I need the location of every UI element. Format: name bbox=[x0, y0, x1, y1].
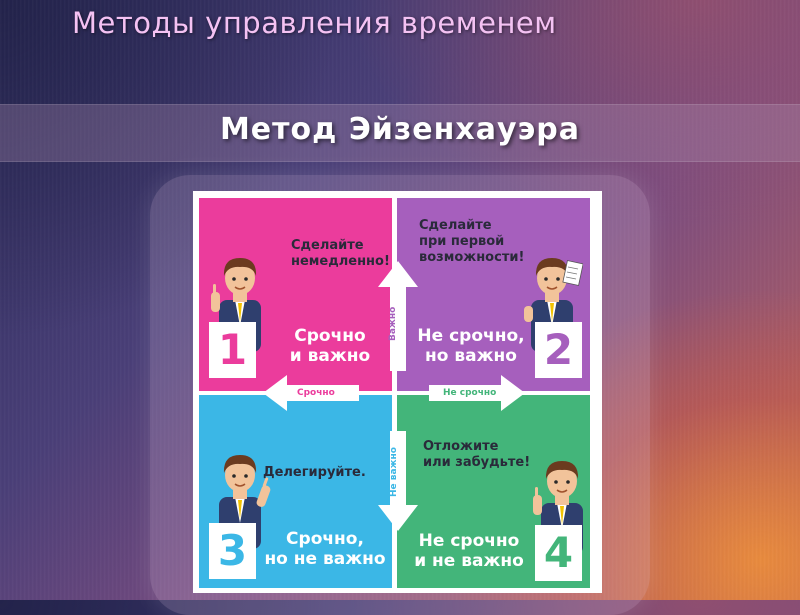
quadrant-description: Срочно и важно bbox=[289, 326, 371, 366]
quadrant-urgent-not-important: Делегируйте. 3 Срочно, но не важно bbox=[199, 395, 392, 588]
eisenhower-matrix: Сделайте немедленно! 1 Срочно и важно Сд… bbox=[193, 191, 602, 593]
quadrant-not-urgent-not-important: Отложите или забудьте! Не срочно и не ва… bbox=[397, 395, 590, 588]
quadrant-urgent-important: Сделайте немедленно! 1 Срочно и важно bbox=[199, 198, 392, 391]
subtitle-band bbox=[0, 104, 800, 162]
slide-title: Методы управления временем bbox=[72, 6, 557, 40]
quadrant-number: 1 bbox=[209, 322, 256, 378]
arrow-icon bbox=[378, 261, 418, 371]
axis-label-urgent: Срочно bbox=[297, 388, 335, 398]
arrow-left-urgent bbox=[263, 375, 359, 411]
quadrant-description: Срочно, но не важно bbox=[264, 529, 386, 569]
quadrant-title: Сделайте при первой возможности! bbox=[419, 218, 525, 265]
quadrant-number: 2 bbox=[535, 322, 582, 378]
axis-label-important: Важно bbox=[388, 306, 398, 341]
axis-label-not-important: Не важно bbox=[389, 447, 399, 497]
slide-subtitle: Метод Эйзенхауэра bbox=[219, 112, 581, 147]
quadrant-title: Отложите или забудьте! bbox=[423, 439, 531, 470]
quadrant-number: 4 bbox=[535, 525, 582, 581]
quadrant-number: 3 bbox=[209, 523, 256, 579]
axis-label-not-urgent: Не срочно bbox=[443, 388, 497, 398]
arrow-icon bbox=[429, 375, 525, 411]
arrow-icon bbox=[263, 375, 359, 411]
arrow-down-not-important bbox=[378, 431, 418, 531]
quadrant-not-urgent-important: Сделайте при первой возможности! Не сроч… bbox=[397, 198, 590, 391]
quadrant-title: Делегируйте. bbox=[263, 465, 366, 480]
quadrant-description: Не срочно и не важно bbox=[414, 531, 524, 571]
quadrant-title: Сделайте немедленно! bbox=[291, 238, 390, 269]
arrow-up-important bbox=[378, 261, 418, 371]
arrow-icon bbox=[378, 431, 418, 531]
arrow-right-not-urgent bbox=[429, 375, 525, 411]
quadrant-description: Не срочно, но важно bbox=[417, 326, 525, 366]
